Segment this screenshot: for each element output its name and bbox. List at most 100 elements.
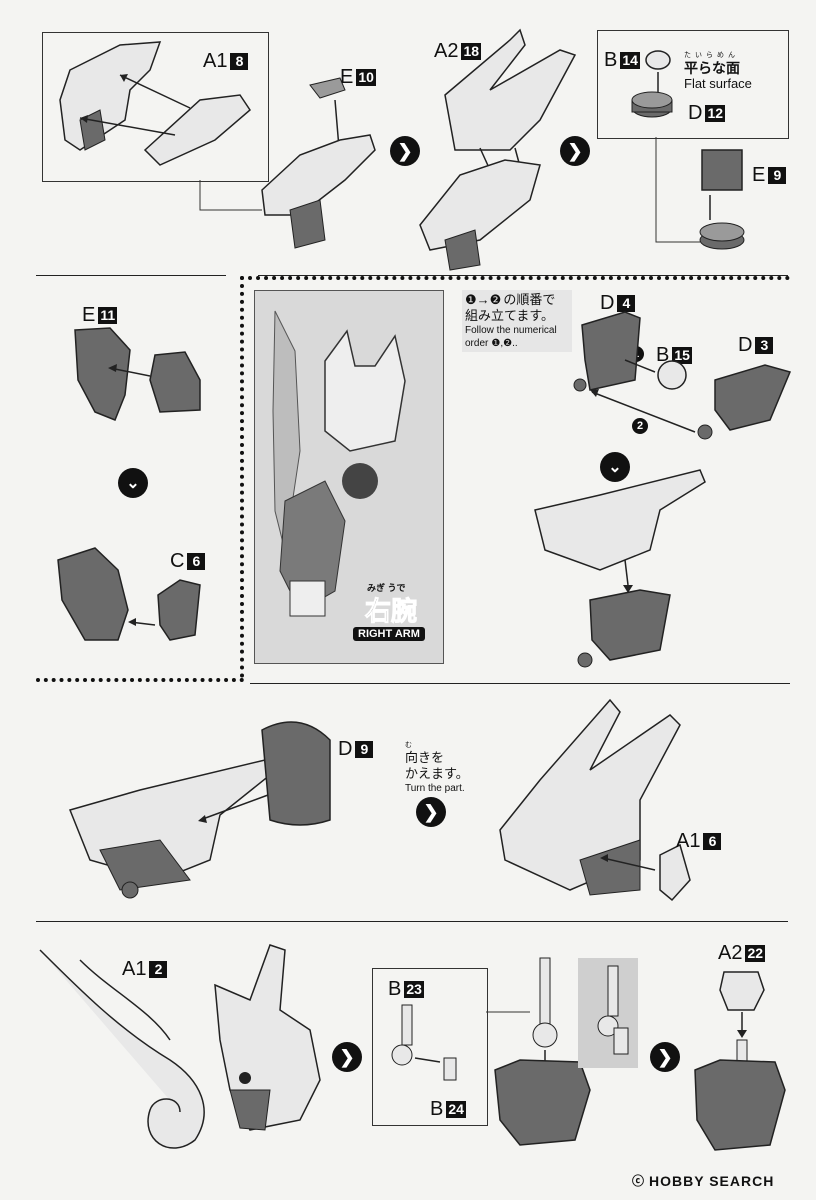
turn-jp-1: 向きを [405,750,445,765]
part-number: 4 [617,295,636,312]
hobby-search-watermark: ⓒ HOBBY SEARCH [632,1172,774,1189]
part-number: 12 [705,105,726,122]
turn-en: Turn the part. [405,783,465,794]
part-number: 3 [755,337,774,354]
photo-panel-border [36,678,244,682]
part-letter: A1 [676,830,701,852]
part-letter: A2 [718,942,743,964]
turn-part-note: む 向きを かえます。 Turn the part. [405,742,469,795]
turn-jp-2: かえます。 [405,766,469,781]
right-arm-ruby: みぎ うで [367,583,406,593]
part-number: 24 [446,1101,466,1118]
part-letter: A1 [122,958,147,980]
part-letter: B [430,1098,444,1120]
order-jp-2: 組み立てます。 [465,308,555,323]
part-letter: E [752,164,766,186]
part-number: 11 [98,307,118,324]
next-step-chevron-down-icon: ⌄ [118,468,148,498]
part-letter: A2 [434,40,459,62]
step5-detail-box [372,968,488,1126]
part-number: 23 [404,981,424,998]
flat-surface-en: Flat surface [684,76,752,91]
copyright-icon: ⓒ [632,1174,646,1188]
next-step-chevron-down-icon: ⌄ [600,452,630,482]
order-sequence: ❶→❷ [465,292,502,307]
step1-detail-box [42,32,269,182]
part-letter: D [738,334,753,356]
part-number: 10 [356,69,376,86]
turn-ruby: む [405,742,412,749]
photo-panel-border [240,276,244,678]
section-divider [36,921,788,922]
part-number: 8 [230,53,249,70]
part-number: 22 [745,945,766,962]
part-letter: C [170,550,185,572]
photo-panel: みぎ うで 右腕 RIGHT ARM [254,290,444,664]
part-letter: B [388,978,402,1000]
order-en-2: order [465,338,489,349]
part-number: 9 [768,167,787,184]
part-number: 9 [355,741,374,758]
joint-closeup [597,965,629,1055]
part-letter: D [338,738,353,760]
next-step-chevron-right-icon: ❯ [390,136,420,166]
order-sequence-2: ❶,❷.. [491,338,518,349]
part-letter: D [688,102,703,124]
flat-surface-ruby: たいらめん [684,52,739,59]
part-letter: E [340,66,354,88]
section-divider [36,275,226,276]
part-letter: B [604,49,618,71]
section-divider [258,275,788,276]
next-step-chevron-right-icon: ❯ [416,797,446,827]
right-arm-title-jp: 右腕 [364,596,418,627]
part-number: 18 [461,43,482,60]
part-letter: D [600,292,615,314]
assembly-order-note: ❶→❷ の順番で 組み立てます。 Follow the numerical or… [462,290,572,352]
flat-surface-note: たいらめん 平らな面 Flat surface [684,52,794,91]
part-letter: E [82,304,96,326]
step-marker-2: 2 [632,418,648,434]
part-number: 6 [187,553,206,570]
order-jp-1: の順番で [503,292,556,307]
section-divider [250,683,790,684]
right-arm-title-en: RIGHT ARM [353,627,425,641]
part-number: 14 [620,52,640,69]
next-step-chevron-right-icon: ❯ [650,1042,680,1072]
step1-sub-box [597,30,789,139]
watermark-text: HOBBY SEARCH [649,1172,775,1189]
right-arm-photo [272,310,406,617]
